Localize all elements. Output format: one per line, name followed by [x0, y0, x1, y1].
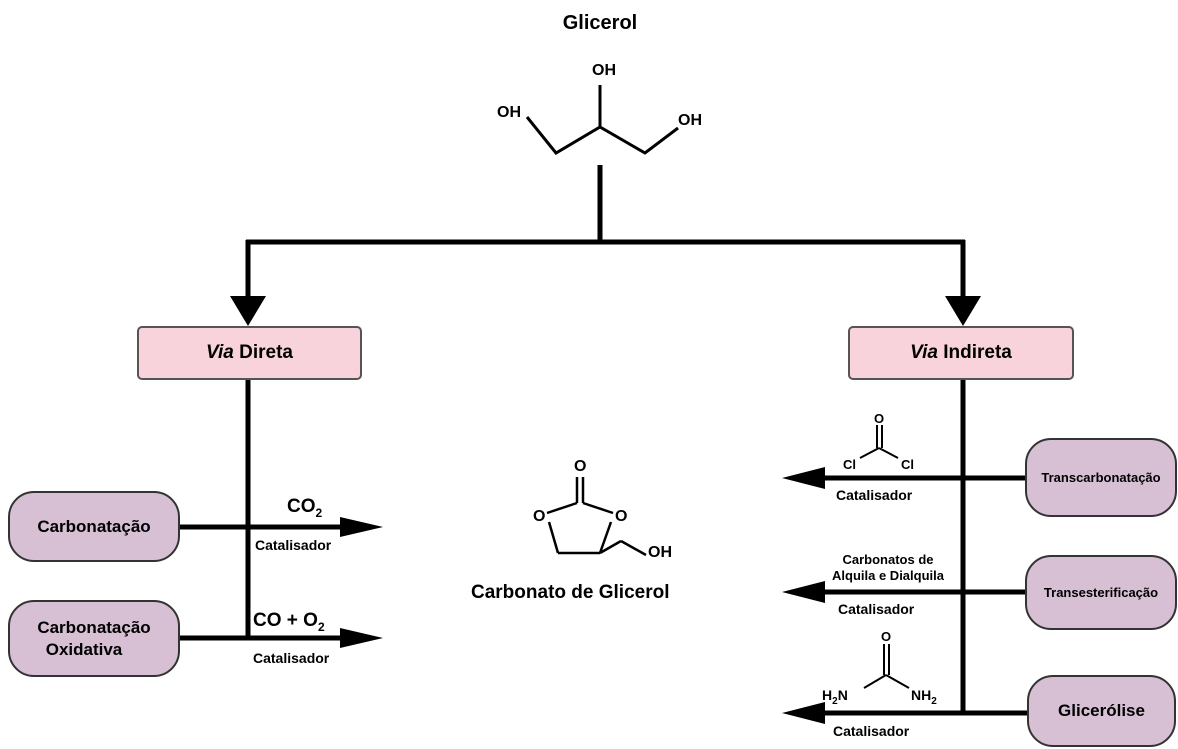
carbonatacao-label: Carbonatação [37, 516, 151, 536]
glicerolise-catalyst: Catalisador [833, 723, 910, 739]
transcarbonatacao-pill: Transcarbonatação [1025, 438, 1177, 517]
via-indireta-italic: Via [910, 342, 938, 363]
arrowhead-oxidativa [340, 628, 383, 648]
glycerol-oh-right: OH [678, 112, 702, 129]
transesterificacao-label: Transesterificação [1043, 584, 1159, 600]
urea-o: O [881, 629, 892, 644]
arrowhead-glicerolise [782, 702, 825, 724]
transcarbonatacao-label: Transcarbonatação [1041, 469, 1161, 485]
co-o2-reagent-text: CO + O [253, 610, 318, 631]
glicerolise-pill: Glicerólise [1027, 675, 1176, 747]
via-direta-box: Via Direta [137, 326, 362, 380]
co-o2-reagent: CO + O2 [253, 610, 325, 634]
glycerol-carbonate-structure [546, 477, 647, 557]
co2-reagent: CO2 [287, 496, 322, 520]
carbonato-label: Carbonato de Glicerol [471, 582, 670, 603]
glycerol-title: Glicerol [562, 12, 638, 34]
phosgene-structure [859, 425, 899, 459]
carbonate-o-top: O [574, 458, 587, 475]
arrowhead-indirect [945, 296, 981, 326]
carbonatacao-oxidativa-line1: Carbonatação [37, 617, 151, 637]
alkyl-carbonates-line2: Alquila e Dialquila [832, 568, 944, 583]
glycerol-oh-top: OH [592, 62, 616, 79]
co-o2-reagent-sub: 2 [317, 619, 325, 634]
carbonatacao-pill: Carbonatação [8, 491, 180, 562]
urea-nh: NH [911, 687, 932, 703]
via-indireta-box: Via Indireta [848, 326, 1074, 380]
co2-reagent-sub: 2 [315, 505, 323, 520]
glicerolise-label: Glicerólise [1058, 701, 1145, 720]
carbonate-o-right: O [615, 508, 628, 525]
arrowhead-transesterificacao [782, 581, 825, 603]
oxidativa-catalyst: Catalisador [253, 650, 330, 666]
urea-h-sub: 2 [832, 695, 838, 707]
glycerol-structure [525, 116, 679, 155]
glycerol-oh-left: OH [497, 104, 521, 121]
via-direta-italic: Via [206, 342, 234, 363]
carbonate-oh: OH [648, 544, 672, 561]
transesterificacao-catalyst: Catalisador [838, 601, 915, 617]
arrowhead-carbonatacao [340, 517, 383, 537]
urea-structure [863, 644, 910, 689]
via-direta-label: Direta [233, 342, 293, 363]
transcarbonatacao-catalyst: Catalisador [836, 487, 913, 503]
carbonatacao-catalyst: Catalisador [255, 537, 332, 553]
carbonatacao-oxidativa-line2: Oxidativa [45, 639, 123, 659]
urea-nh2: NH2 [911, 687, 937, 707]
alkyl-carbonates-line1: Carbonatos de [842, 552, 934, 567]
urea-nh-sub: 2 [931, 695, 937, 707]
phosgene-cl-right: Cl [901, 457, 914, 472]
arrowhead-direct [230, 296, 266, 326]
phosgene-o: O [874, 411, 885, 426]
urea-n: N [837, 687, 848, 703]
transesterificacao-pill: Transesterificação [1025, 555, 1177, 630]
carbonate-o-left: O [533, 508, 546, 525]
co2-reagent-text: CO [287, 496, 316, 517]
urea-h: H [822, 687, 833, 703]
urea-h2n: H2N [822, 687, 848, 707]
via-indireta-label: Indireta [937, 342, 1012, 363]
arrowhead-transcarbonatacao [782, 467, 825, 489]
phosgene-cl-left: Cl [843, 457, 856, 472]
